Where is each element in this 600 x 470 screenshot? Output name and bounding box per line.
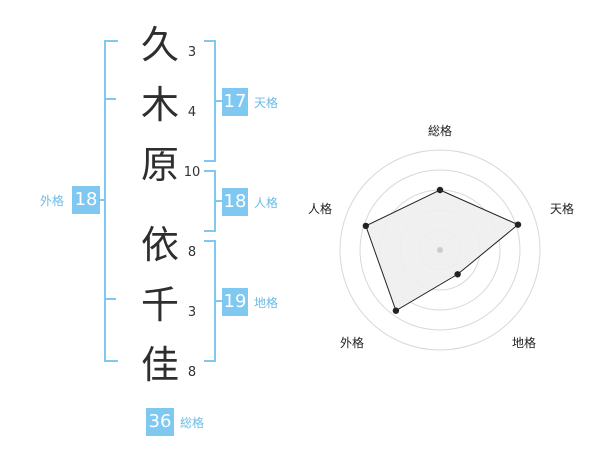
chikaku-label: 地格 [254,296,279,310]
name-char-2: 木 [140,83,179,127]
radar-point-2 [514,221,522,228]
gaikaku-bracket [104,40,118,362]
radar-grid-ring-5 [339,149,541,351]
gaikaku-connector [100,199,106,201]
stroke-count-5: 3 [187,305,197,320]
gaikaku-label: 外格 [40,194,65,208]
jinkaku-connector [214,200,222,202]
radar-label-gaikaku: 外格 [340,336,365,350]
soukaku-label: 総格 [180,416,205,430]
name-char-3: 原 [140,143,179,187]
tenkaku-connector [214,100,222,102]
stroke-count-6: 8 [187,365,197,380]
chikaku-connector [214,300,222,302]
name-char-5: 千 [140,283,179,327]
soukaku-value: 36 [146,408,174,436]
gaikaku-value: 18 [72,186,100,214]
radar-point-1 [436,186,444,194]
radar-point-3 [454,271,461,278]
radar-label-tenkaku: 天格 [550,202,575,216]
radar-chart [339,149,541,351]
name-char-4: 依 [140,223,179,267]
jinkaku-value: 18 [222,188,248,216]
radar-label-chikaku: 地格 [512,336,537,350]
stroke-count-1: 3 [187,45,197,60]
jinkaku-label: 人格 [254,196,279,210]
name-char-1: 久 [140,23,179,67]
gaikaku-bracket-tick [104,98,116,100]
stroke-count-2: 4 [187,105,197,120]
stroke-count-4: 8 [187,245,197,260]
tenkaku-label: 天格 [254,96,279,110]
radar-center-dot [437,247,443,253]
chikaku-value: 19 [222,288,248,316]
radar-grid-ring-4 [359,169,521,331]
radar-label-jinkaku: 人格 [308,202,333,216]
radar-point-4 [392,307,400,314]
stroke-count-3: 10 [183,165,201,180]
radar-label-soukaku: 総格 [428,124,453,138]
tenkaku-value: 17 [222,88,248,116]
radar-point-5 [362,222,370,230]
name-char-6: 佳 [140,343,179,387]
gaikaku-bracket-tick [104,298,116,300]
